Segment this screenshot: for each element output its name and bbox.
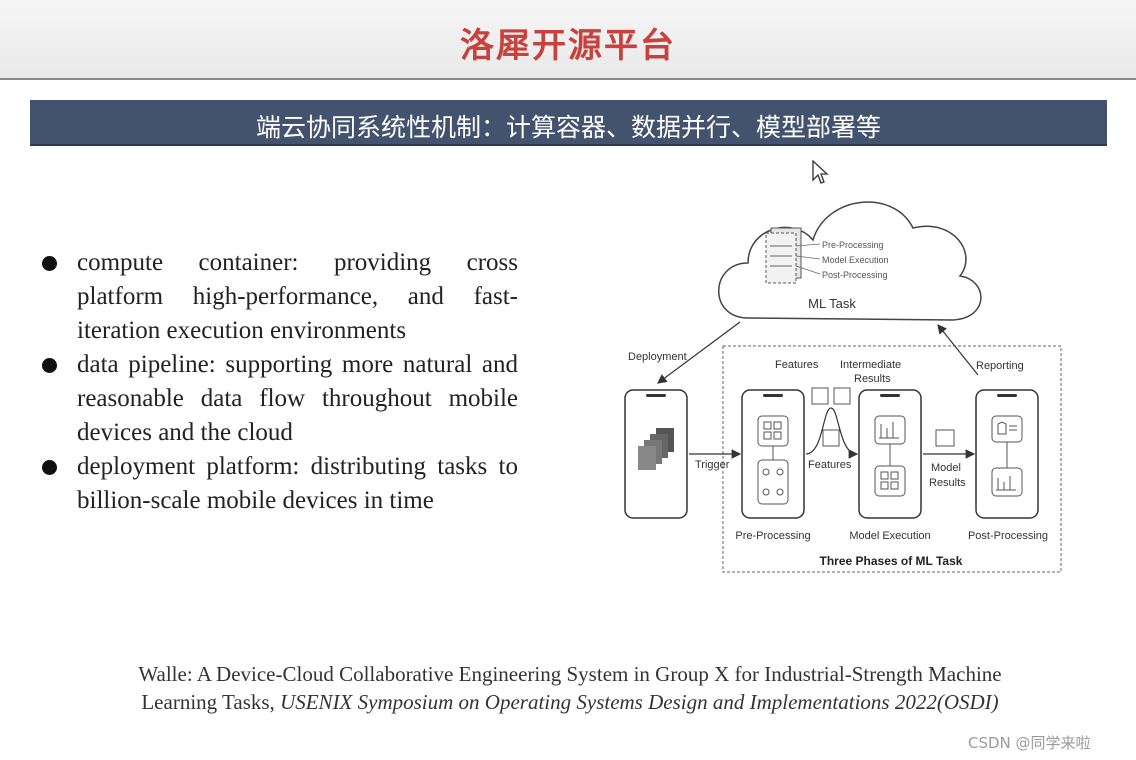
features-mid-label: Features (808, 459, 852, 471)
trigger-label: Trigger (695, 459, 730, 471)
phase-label-preprocessing: Pre-Processing (735, 530, 810, 542)
citation-line2: Learning Tasks, USENIX Symposium on Oper… (60, 688, 1080, 716)
mouse-pointer-icon (812, 160, 829, 184)
bullet-item: deployment platform: distributing tasks … (42, 450, 518, 518)
model-results-label-line1: Model (931, 462, 961, 474)
cloud-label: ML Task (808, 296, 856, 311)
bullet-dot-icon (42, 460, 57, 475)
features-mid-icon (822, 429, 840, 447)
phone-postprocessing (975, 389, 1039, 519)
phase-label-model-execution: Model Execution (849, 530, 930, 542)
citation-line1: Walle: A Device-Cloud Collaborative Engi… (138, 662, 1002, 686)
intermediate-results-label-line1: Intermediate (840, 359, 901, 371)
csdn-watermark: CSDN @同学来啦 (968, 734, 1091, 752)
features-arrow (805, 407, 859, 459)
model-results-label-line2: Results (929, 477, 966, 489)
phone-source-device (624, 389, 688, 519)
phone-preprocessing (741, 389, 805, 519)
citation: Walle: A Device-Cloud Collaborative Engi… (60, 660, 1080, 716)
reporting-label: Reporting (976, 360, 1024, 372)
cloud-step-model-execution: Model Execution (822, 255, 889, 265)
cloud-step-preprocessing: Pre-Processing (822, 240, 884, 250)
cloud-step-postprocessing: Post-Processing (822, 270, 888, 280)
phases-box (722, 345, 1062, 573)
reporting-arrow (937, 324, 979, 376)
slide-header-bar (0, 0, 1136, 80)
deployment-arrow (657, 321, 741, 384)
phone-model-execution (858, 389, 922, 519)
bullet-list: compute container: providing cross platf… (42, 246, 518, 518)
features-data-icon (811, 387, 829, 405)
intermediate-results-label-line2: Results (854, 373, 891, 385)
citation-venue: USENIX Symposium on Operating Systems De… (280, 690, 999, 714)
bullet-text: compute container: providing cross platf… (77, 249, 518, 344)
ml-task-stack-icon (765, 227, 802, 284)
bullet-text: data pipeline: supporting more natural a… (77, 351, 518, 446)
deployment-label: Deployment (628, 351, 687, 363)
phase-label-postprocessing: Post-Processing (968, 530, 1048, 542)
bullet-item: data pipeline: supporting more natural a… (42, 348, 518, 450)
slide-title: 洛犀开源平台 (460, 26, 676, 66)
citation-line2-plain: Learning Tasks, (141, 690, 281, 714)
ml-task-diagram: Pre-Processing Model Execution Post-Proc… (624, 201, 1062, 573)
diagram-caption: Three Phases of ML Task (820, 554, 963, 568)
bullet-item: compute container: providing cross platf… (42, 246, 518, 348)
model-results-icon (935, 429, 955, 447)
bullet-dot-icon (42, 256, 57, 271)
section-heading: 端云协同系统性机制：计算容器、数据并行、模型部署等 (255, 113, 881, 142)
bullet-text: deployment platform: distributing tasks … (77, 453, 518, 514)
section-heading-band: 端云协同系统性机制：计算容器、数据并行、模型部署等 (30, 100, 1107, 146)
features-top-label: Features (775, 359, 819, 371)
intermediate-data-icon (833, 387, 851, 405)
bullet-dot-icon (42, 358, 57, 373)
